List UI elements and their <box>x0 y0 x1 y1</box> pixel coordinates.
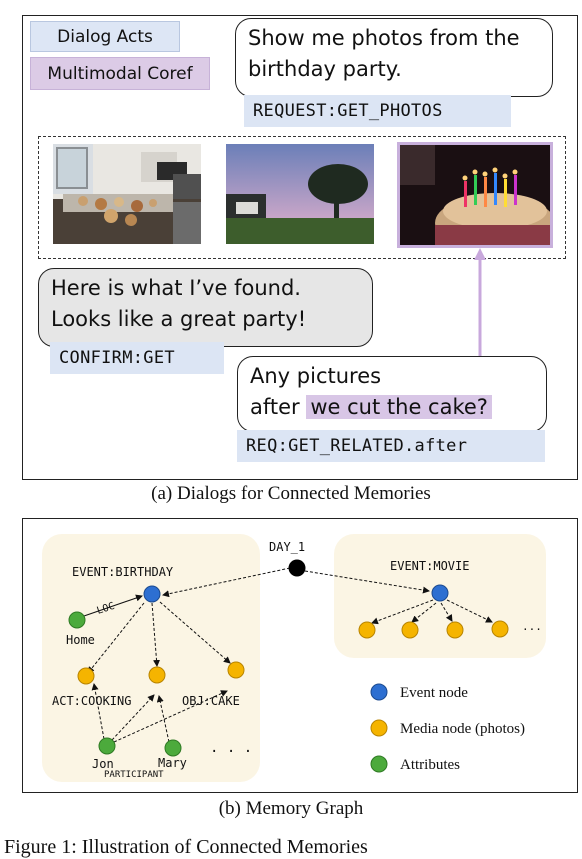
user-turn-1-bubble: Show me photos from the birthday party. <box>235 18 553 97</box>
event-movie-label: EVENT:MOVIE <box>390 559 469 573</box>
participant-label: PARTICIPANT <box>104 770 164 780</box>
act-cooking-label: ACT:COOKING <box>52 694 131 708</box>
event-movie-node <box>431 584 449 602</box>
system-turn-bubble: Here is what I’ve found. Looks like a gr… <box>38 268 373 347</box>
mary-label: Mary <box>158 756 187 770</box>
evening-yard-image <box>226 144 374 244</box>
attribute-ellipsis: . . . <box>210 740 252 756</box>
legend-media-icon <box>370 719 388 737</box>
legend-attribute-icon <box>370 755 388 773</box>
dialog-act-1: REQUEST:GET_PHOTOS <box>244 95 511 127</box>
cooking-media-node <box>77 667 95 685</box>
caption-a: (a) Dialogs for Connected Memories <box>151 483 431 504</box>
multimodal-coref-legend-tag: Multimodal Coref <box>30 57 210 90</box>
system-turn-line-1: Here is what I’ve found. <box>51 276 301 300</box>
coref-highlight: we cut the cake? <box>306 395 492 419</box>
day-node <box>288 559 306 577</box>
legend-event-icon <box>370 683 388 701</box>
birthday-cake-image <box>400 145 550 245</box>
legend-event-label: Event node <box>400 685 468 701</box>
cake-media-node <box>227 661 245 679</box>
legend-attribute-label: Attributes <box>400 757 460 773</box>
kitchen-photo <box>53 144 201 244</box>
evening-yard-photo <box>226 144 374 244</box>
media-ellipsis: ... <box>522 620 542 633</box>
event-birthday-node <box>143 585 161 603</box>
media-node-2 <box>148 666 166 684</box>
movie-media-node-4 <box>491 620 509 638</box>
user-turn-2-line-2: after we cut the cake? <box>250 392 534 423</box>
mary-attribute-node <box>164 739 182 757</box>
dialog-act-3: REQ:GET_RELATED.after <box>237 430 545 462</box>
photo-strip <box>38 136 566 259</box>
movie-media-node-2 <box>401 621 419 639</box>
legend-media-label: Media node (photos) <box>400 721 525 737</box>
kitchen-photo-image <box>53 144 201 244</box>
user-turn-1-line-2: birthday party. <box>248 57 402 81</box>
movie-media-node-1 <box>358 621 376 639</box>
user-turn-2-bubble: Any pictures after we cut the cake? <box>237 356 547 432</box>
memory-graph: DAY_1 EVENT:BIRTHDAY EVENT:MOVIE LOC Hom… <box>42 534 546 782</box>
movie-media-node-3 <box>446 621 464 639</box>
home-label: Home <box>66 633 95 647</box>
system-turn-line-2: Looks like a great party! <box>51 307 307 331</box>
birthday-cake-photo <box>397 142 553 248</box>
jon-attribute-node <box>98 737 116 755</box>
home-attribute-node <box>68 611 86 629</box>
birthday-cluster <box>42 534 260 782</box>
dialog-act-2: CONFIRM:GET <box>50 342 224 374</box>
user-turn-2-prefix: after <box>250 395 307 419</box>
jon-label: Jon <box>92 757 114 771</box>
caption-b: (b) Memory Graph <box>218 798 364 819</box>
day-label: DAY_1 <box>269 540 305 554</box>
user-turn-2-line-1: Any pictures <box>250 364 382 388</box>
loc-label: LOC <box>96 601 117 617</box>
obj-cake-label: OBJ:CAKE <box>182 694 240 708</box>
event-birthday-label: EVENT:BIRTHDAY <box>72 565 174 579</box>
user-turn-1-line-1: Show me photos from the <box>248 26 520 50</box>
dialog-acts-legend-tag: Dialog Acts <box>30 21 180 52</box>
